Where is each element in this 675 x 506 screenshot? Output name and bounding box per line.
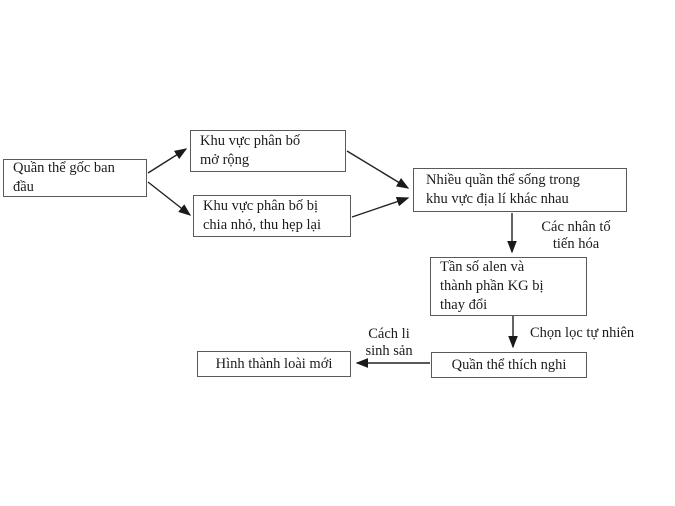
- arrow-original-to-divided: [147, 181, 192, 216]
- label-evolutionary-factors: Các nhân tố tiến hóa: [527, 219, 625, 253]
- node-text-line: Tần số alen và: [440, 259, 525, 275]
- edge-label-line: Cách li: [368, 326, 410, 342]
- node-many-populations: Nhiều quần thể sống trong khu vực địa lí…: [413, 168, 627, 212]
- node-new-species: Hình thành loài mới: [197, 351, 351, 377]
- node-original-population: Quần thể gốc ban đầu: [3, 159, 147, 197]
- node-text-line: thay đổi: [440, 297, 488, 313]
- node-text-line: Khu vực phân bố: [200, 133, 301, 149]
- node-text-line: chia nhỏ, thu hẹp lại: [203, 217, 321, 233]
- node-text-line: thành phần KG bị: [440, 278, 544, 294]
- node-adapted-population: Quần thể thích nghi: [431, 352, 587, 378]
- edge-label-line: sinh sản: [365, 343, 413, 359]
- label-natural-selection: Chọn lọc tự nhiên: [530, 325, 656, 342]
- edge-label-line: Các nhân tố: [541, 219, 611, 235]
- label-reproductive-isolation: Cách li sinh sản: [353, 326, 425, 360]
- node-expanded-area: Khu vực phân bố mở rộng: [190, 130, 346, 172]
- node-divided-area: Khu vực phân bố bị chia nhỏ, thu hẹp lại: [193, 195, 351, 237]
- node-allele-frequency-changed: Tần số alen và thành phần KG bị thay đổi: [430, 257, 587, 316]
- arrow-expanded-to-many: [346, 150, 410, 189]
- node-text-line: Quần thể gốc ban: [13, 160, 115, 176]
- arrow-divided-to-many: [351, 196, 410, 218]
- arrow-original-to-expanded: [147, 148, 188, 174]
- node-text-line: Nhiều quần thể sống trong: [426, 172, 580, 188]
- node-text-line: Khu vực phân bố bị: [203, 198, 318, 214]
- edge-label-line: Chọn lọc tự nhiên: [530, 325, 635, 341]
- edge-label-line: tiến hóa: [552, 236, 600, 252]
- node-text-line: mở rộng: [200, 152, 250, 168]
- node-text-line: đầu: [13, 179, 34, 195]
- node-text-line: Hình thành loài mới: [215, 355, 333, 372]
- node-text-line: khu vực địa lí khác nhau: [426, 191, 569, 207]
- node-text-line: Quần thể thích nghi: [451, 356, 567, 373]
